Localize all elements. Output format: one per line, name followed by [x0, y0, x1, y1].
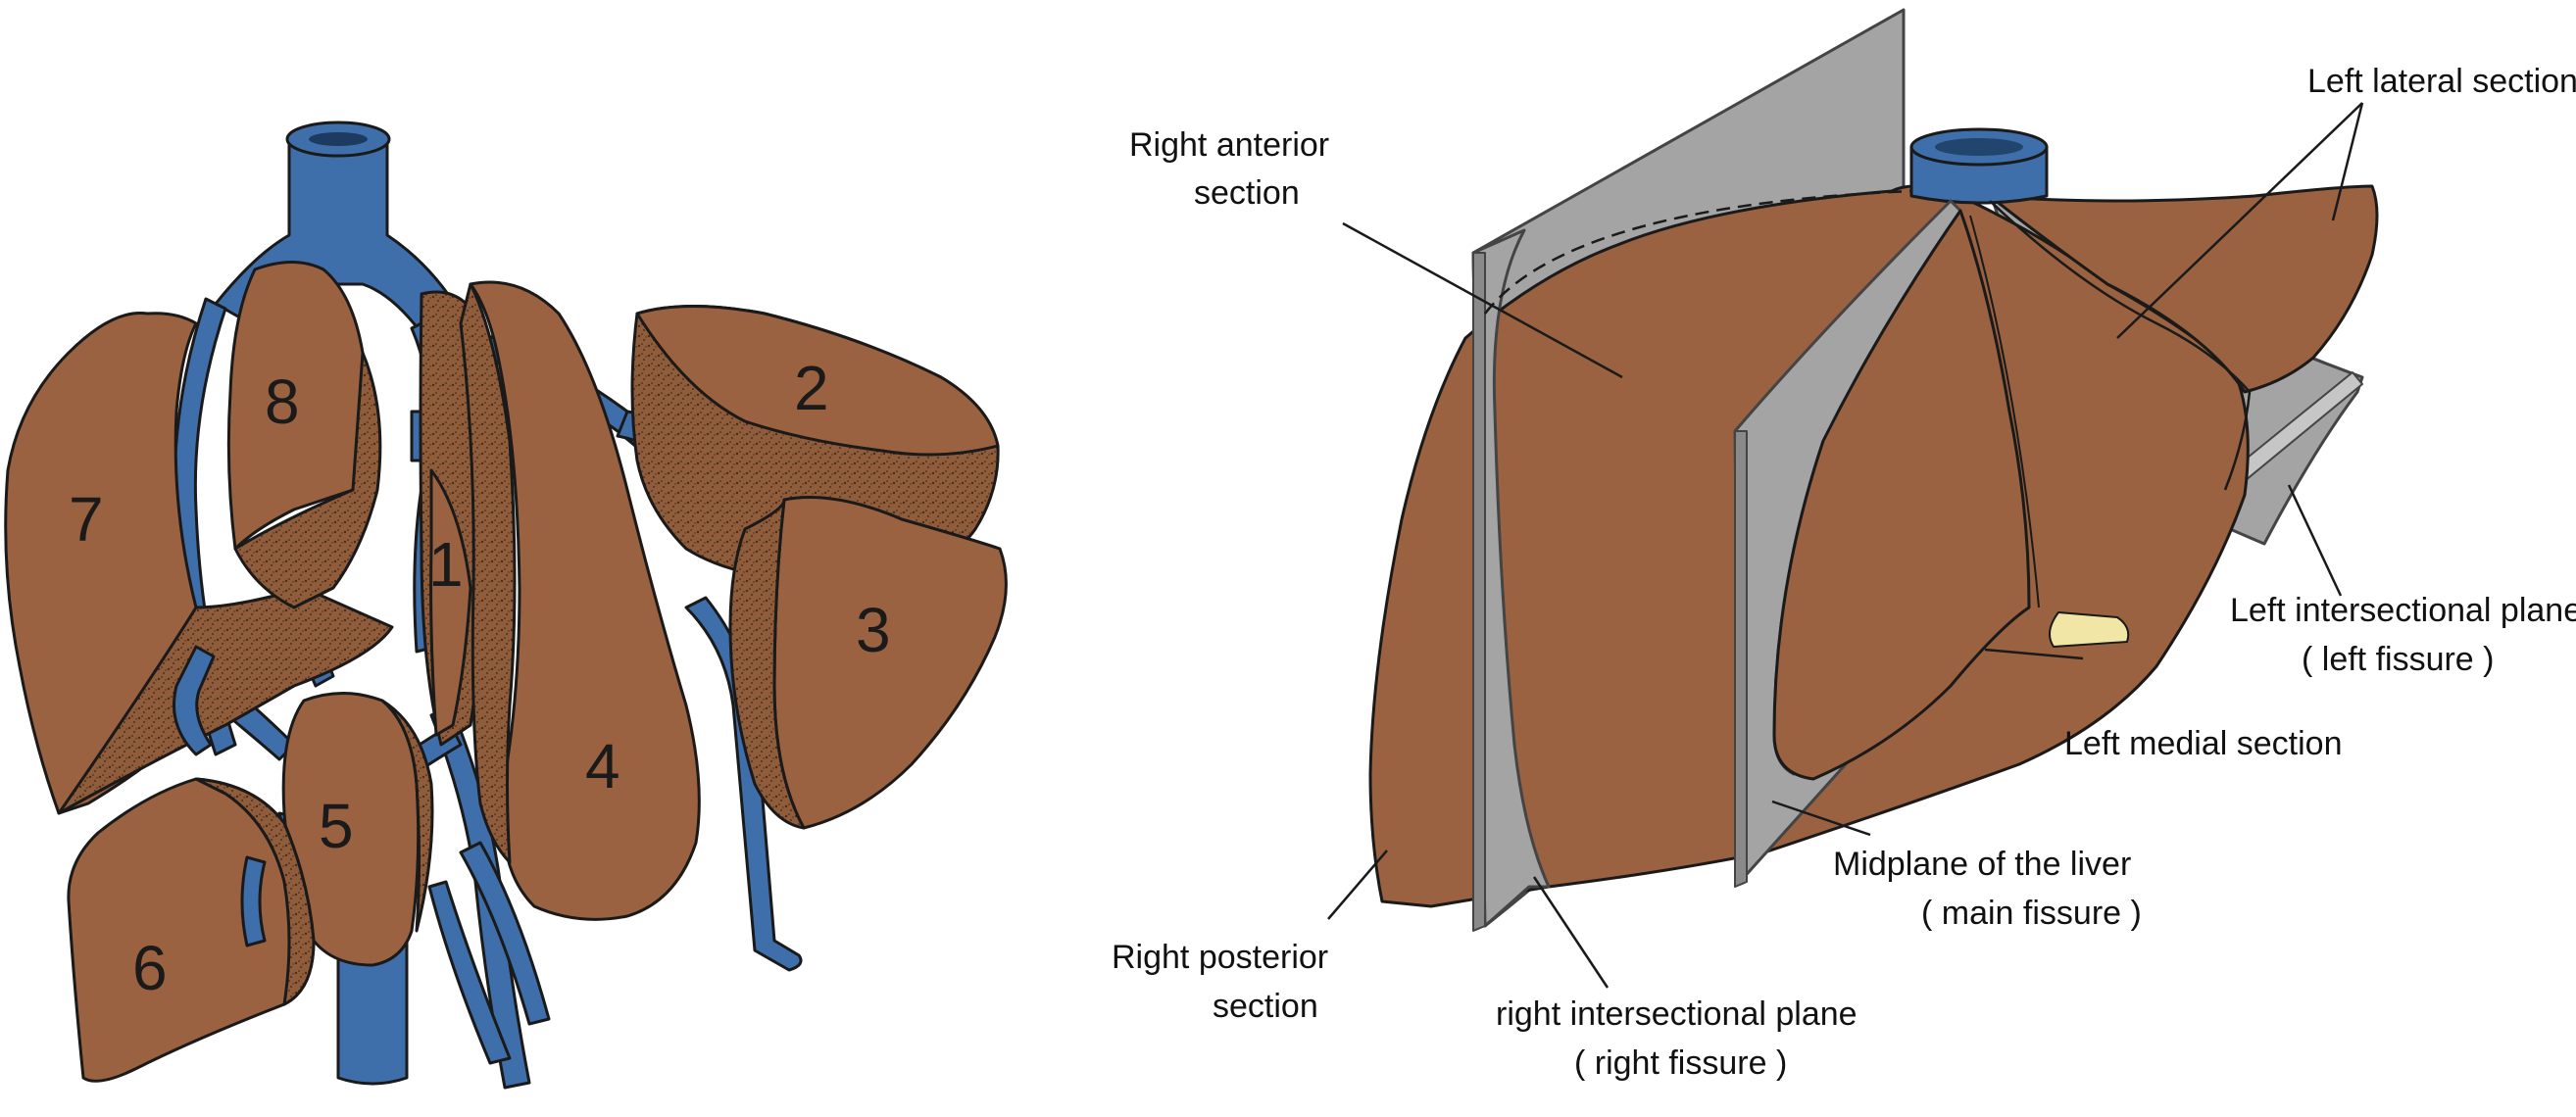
- left-lateral-lobe: [1988, 184, 2379, 394]
- segment-4: [469, 280, 701, 921]
- label-right-posterior-line2: section: [1213, 988, 1318, 1025]
- leader-left-medial: [1984, 648, 2084, 660]
- label-left-intersectional-line2: ( left fissure ): [2302, 641, 2494, 678]
- label-right-intersectional-line2: ( right fissure ): [1574, 1044, 1787, 1082]
- leader-midplane: [1771, 800, 1871, 837]
- leader-left-lateral-2: [2116, 102, 2363, 339]
- label-right-posterior-line1: Right posterior: [1112, 939, 1328, 976]
- right-intersectional-plane-front: [1471, 228, 1551, 928]
- segment-label-8: 8: [265, 366, 300, 437]
- label-right-anterior-line1: Right anterior: [1129, 126, 1329, 164]
- bile-duct: [2049, 611, 2130, 648]
- label-right-intersectional-line1: right intersectional plane: [1496, 996, 1858, 1033]
- portal-lower-branches: [459, 841, 551, 1026]
- plane-labels: Left lateral section Right anterior sect…: [1112, 63, 2576, 1082]
- label-midplane-line2: ( main fissure ): [1921, 895, 2142, 932]
- leader-left-lateral-1: [2331, 102, 2364, 221]
- segment-label-7: 7: [69, 484, 104, 555]
- dashed-margin-line: [1484, 189, 1912, 315]
- segment-label-2: 2: [794, 353, 829, 423]
- label-left-lateral-section: Left lateral section: [2307, 63, 2576, 100]
- segment-8: [226, 261, 366, 551]
- vena-cava-lower: [336, 939, 409, 1086]
- segment-label-3: 3: [856, 595, 891, 665]
- couinaud-segments-diagram: [4, 121, 1008, 1090]
- label-left-intersectional-line1: Left intersectional plane: [2230, 592, 2576, 629]
- leader-left-intersectional: [2287, 484, 2343, 597]
- left-medial-outline: [1772, 209, 2031, 781]
- leader-lines: [1327, 102, 2364, 989]
- label-left-medial-section: Left medial section: [2064, 725, 2343, 762]
- leader-right-posterior: [1327, 850, 1388, 920]
- leader-right-intersectional: [1532, 876, 1610, 989]
- leader-right-anterior: [1342, 221, 1623, 379]
- segment-label-4: 4: [585, 731, 620, 801]
- segment-label-6: 6: [132, 933, 168, 1003]
- label-right-anterior-line2: section: [1194, 174, 1300, 212]
- segment-label-1: 1: [428, 529, 464, 600]
- liver-planes-diagram: [1368, 8, 2379, 932]
- segment-numbers: 7 8 1 2 3 4 5 6: [69, 353, 891, 1003]
- label-midplane-line1: Midplane of the liver: [1833, 846, 2131, 883]
- segment-label-5: 5: [319, 791, 354, 861]
